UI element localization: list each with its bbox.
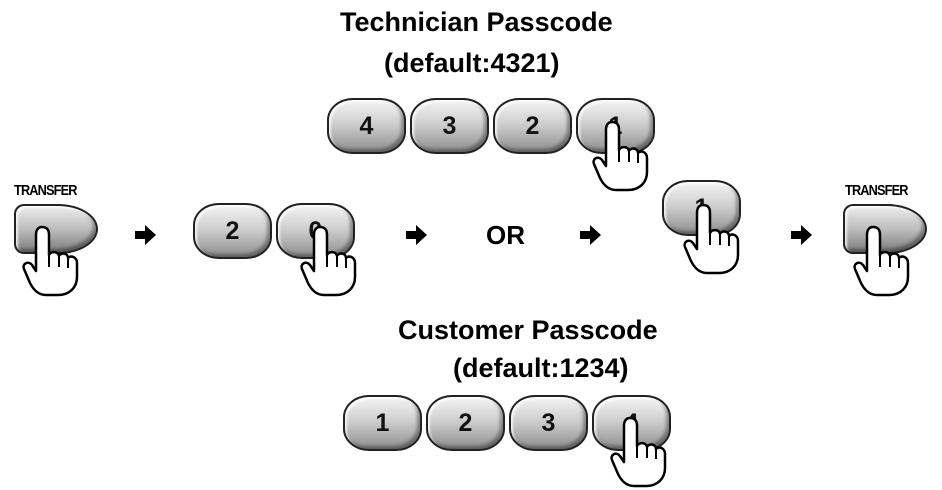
pointing-hand-icon bbox=[610, 416, 667, 488]
customer-key-1[interactable]: 1 bbox=[343, 395, 422, 451]
customer-default-label: (default:1234) bbox=[453, 353, 629, 383]
right-arrow-icon bbox=[406, 225, 427, 245]
technician-default-label: (default:4321) bbox=[384, 48, 560, 78]
customer-passcode-title: Customer Passcode bbox=[398, 315, 658, 345]
technician-key-2[interactable]: 3 bbox=[410, 98, 489, 154]
customer-key-3[interactable]: 3 bbox=[509, 395, 588, 451]
pointing-hand-icon bbox=[683, 203, 740, 275]
pointing-hand-icon bbox=[300, 225, 357, 297]
technician-passcode-title: Technician Passcode bbox=[340, 7, 613, 37]
right-arrow-icon bbox=[135, 225, 156, 245]
pointing-hand-icon bbox=[592, 120, 649, 192]
right-arrow-icon bbox=[791, 225, 812, 245]
right-arrow-icon bbox=[580, 225, 601, 245]
technician-key-1[interactable]: 4 bbox=[327, 98, 406, 154]
or-label: OR bbox=[486, 220, 525, 250]
transfer-label-end: TRANSFER bbox=[845, 182, 908, 199]
customer-key-2[interactable]: 2 bbox=[426, 395, 505, 451]
mode-key-1[interactable]: 2 bbox=[193, 203, 272, 259]
transfer-label-start: TRANSFER bbox=[14, 182, 77, 199]
pointing-hand-icon bbox=[853, 225, 910, 297]
technician-key-3[interactable]: 2 bbox=[493, 98, 572, 154]
pointing-hand-icon bbox=[22, 225, 79, 297]
